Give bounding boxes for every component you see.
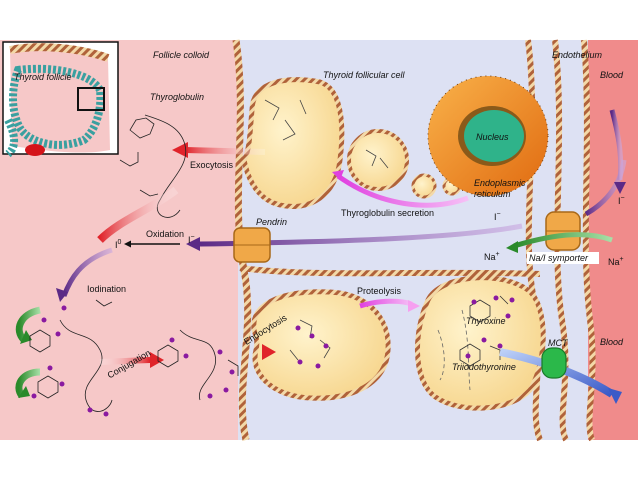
iodine-i0-label: I0: [115, 239, 122, 250]
sodium-entry-arrow: [513, 232, 613, 249]
na-i-symporter-label: Na/I symporter: [529, 253, 589, 263]
conjugation-arrow: [99, 357, 151, 365]
symporter-label-bg: [527, 252, 599, 264]
oxidation-label: Oxidation: [146, 229, 184, 239]
thyroglobulin-secretion-arrow: [336, 173, 469, 208]
proteolysis-label: Proteolysis: [357, 286, 402, 296]
mct-label: MCT: [548, 338, 569, 348]
thyroxine-label: Thyroxine: [466, 316, 506, 326]
proteolysis-arrowhead: [408, 300, 420, 312]
sodium-entry-arrowhead: [506, 241, 518, 253]
thyroglobulin-secretion-arrowhead: [332, 170, 344, 180]
hormone-molecules: [459, 295, 509, 367]
proteolysis-vesicle: [414, 275, 546, 411]
green-arrow-top: [15, 306, 41, 343]
conjugated-thyroglobulin: [157, 329, 239, 401]
iodine-dots-lysosome: [465, 295, 515, 359]
endocytosis-arrowhead: [262, 344, 276, 360]
thyroid-follicle-label: Thyroid follicle: [14, 72, 72, 82]
secretory-vesicles: [347, 129, 462, 199]
nucleus-label: Nucleus: [476, 132, 509, 142]
iodide-blood-label: I−: [618, 195, 625, 206]
endothelium-membrane-1: [552, 39, 569, 442]
follicle-colloid-label: Follicle colloid: [153, 50, 210, 60]
thyroid-follicle-inset: Thyroid follicle: [2, 41, 119, 158]
iodide-mid-label: I−: [188, 234, 195, 245]
thyroid-follicular-cell-label: Thyroid follicular cell: [323, 70, 406, 80]
endothelium-membrane-2: [581, 39, 596, 442]
iodinated-thyroglobulin: [29, 299, 113, 412]
er-label-line2: reticulum: [474, 189, 511, 199]
exocytosis-arrowhead: [172, 142, 188, 158]
exocytosis-vesicle: [241, 77, 345, 209]
er-label-line1: Endoplasmic: [474, 178, 526, 188]
thyroglobulin-label: Thyroglobulin: [150, 92, 204, 102]
iodination-label: Iodination: [87, 284, 126, 294]
na-i-symporter: [545, 211, 581, 251]
sodium-cell-label: Na+: [484, 251, 500, 262]
mct-transporter: [541, 347, 567, 379]
triiodothyronine-label: Triiodothyronine: [452, 362, 516, 372]
conjugation-arrowhead: [150, 352, 164, 368]
hormone-release-arrowhead: [608, 388, 622, 404]
green-arrow-bottom: [15, 368, 41, 399]
iodination-arrowhead: [56, 288, 68, 302]
sodium-blood-label: Na+: [608, 256, 624, 267]
iodine-dots-middle: [169, 337, 235, 399]
blood-label-bottom: Blood: [600, 337, 624, 347]
blood-iodide-arrowhead: [614, 182, 626, 194]
pendrin-label: Pendrin: [256, 217, 287, 227]
exocytosis-label: Exocytosis: [190, 160, 234, 170]
thyroglobulin-secretion-label: Thyroglobulin secretion: [341, 208, 434, 218]
nucleus: Nucleus: [427, 75, 549, 197]
lateral-membrane: [239, 265, 541, 277]
thyroglobulin-to-iodination-arrow: [97, 186, 179, 243]
iodine-dots-endocytosis: [295, 325, 329, 369]
iodine-dots-left: [31, 305, 109, 417]
iodide-transport-arrowhead: [186, 237, 200, 251]
blood-label-top: Blood: [600, 70, 624, 80]
endocytosis-vesicle: [251, 289, 391, 401]
oxidation-arrowhead: [124, 240, 131, 248]
blood-region: [588, 40, 638, 440]
exocytosis-arrow: [184, 147, 266, 155]
blood-iodide-arrow: [609, 109, 624, 181]
iodide-right-label: I−: [494, 211, 501, 222]
endothelium-label: Endothelium: [552, 50, 603, 60]
thyroglobulin-molecule-top: [119, 114, 187, 218]
